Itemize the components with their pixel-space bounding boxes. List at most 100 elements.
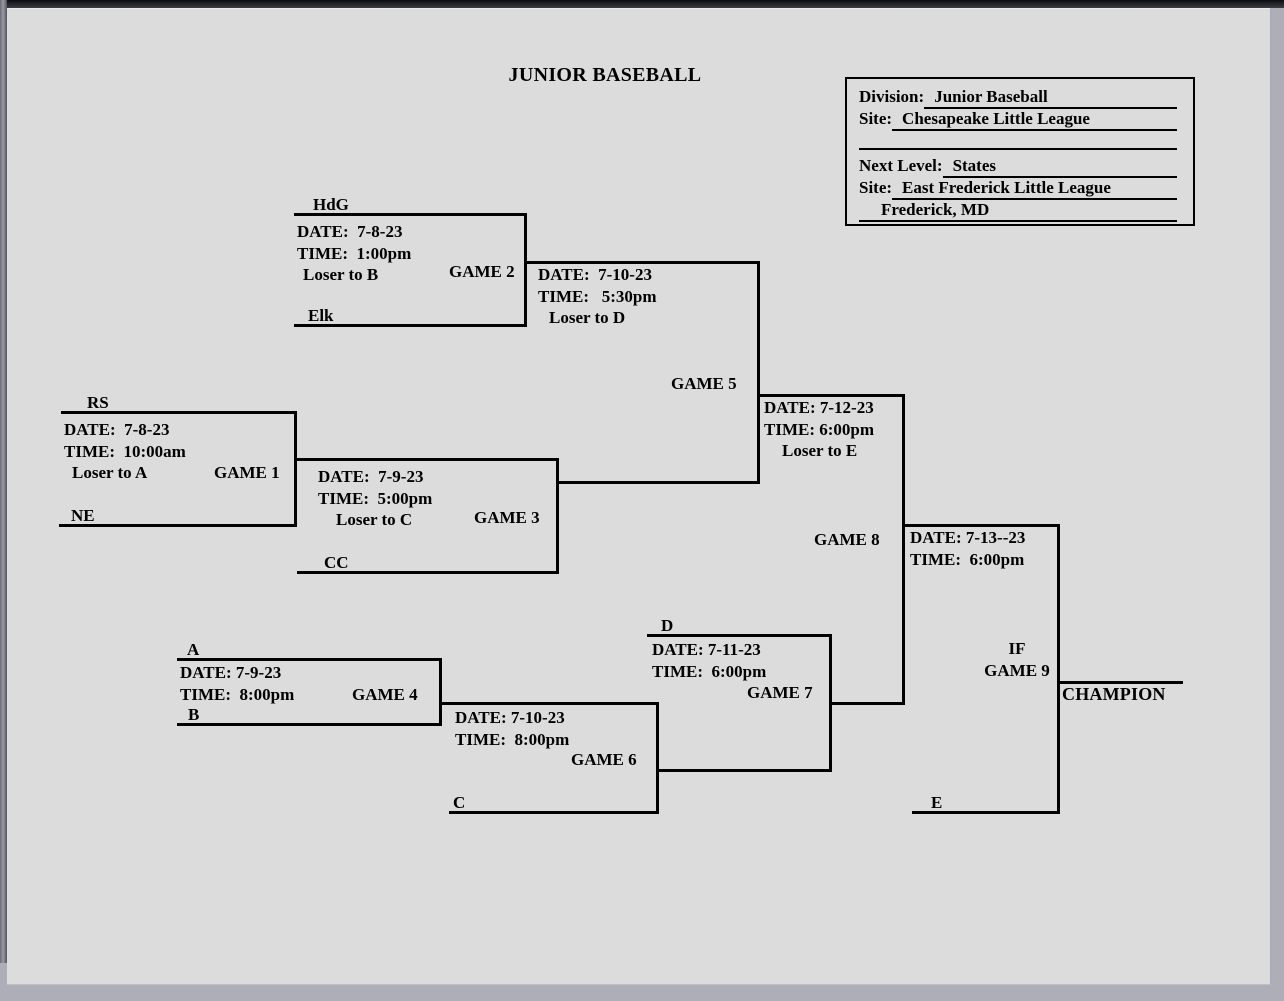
game4-time: TIME: 8:00pm [180,684,295,704]
game3-bottom-team-line [297,571,559,574]
game4-bottom-team-line [177,723,442,726]
division-row: Division: Junior Baseball [859,87,1177,109]
page-title: JUNIOR BASEBALL [508,64,702,86]
game8-loser: Loser to E [782,441,858,460]
next-level-label: Next Level: [859,156,943,175]
game2-bottom-team-line [294,324,527,327]
game8-label: GAME 8 [814,530,880,549]
site-row: Site: Chesapeake Little League [859,109,1177,131]
game3-loser: Loser to C [336,510,413,529]
game6-winner-line [657,769,832,772]
game2-loser: Loser to B [303,265,379,284]
game9-label-block: IF GAME 9 [981,638,1053,681]
game3-winner-line [557,481,760,484]
game5-loser: Loser to D [549,308,626,327]
game1-info: DATE: 7-8-23 TIME: 10:00am Loser to A [64,419,186,484]
game9-bottom-team-line [912,811,1060,814]
division-label: Division: [859,87,925,106]
game7-top-team-line [647,634,832,637]
team-slot-c: C [453,793,466,812]
game1-loser: Loser to A [72,463,148,482]
team-slot-e: E [931,793,943,812]
game6-info: DATE: 7-10-23 TIME: 8:00pm [455,707,569,750]
game2-label: GAME 2 [449,262,515,281]
next-site-label: Site: [859,178,893,197]
game7-time: TIME: 6:00pm [652,661,767,681]
game1-date: DATE: 7-8-23 [64,420,170,439]
game5-winner-line [758,394,905,397]
game7-label: GAME 7 [747,683,813,702]
next-site-value: East Frederick Little League [892,178,1177,200]
game5-info: DATE: 7-10-23 TIME: 5:30pm Loser to D [538,264,657,329]
game2-top-team-line [294,213,527,216]
window-top-edge [0,0,1284,8]
next-site-city-row: Frederick, MD [859,200,1177,222]
game2-info: DATE: 7-8-23 TIME: 1:00pm Loser to B [297,221,411,286]
team-elk: Elk [308,306,334,325]
game9-bracket-vertical [1057,524,1060,814]
team-hdg: HdG [313,195,349,214]
game3-label: GAME 3 [474,508,540,527]
game4-bracket-vertical [439,658,442,726]
team-rs: RS [87,393,109,412]
game3-info: DATE: 7-9-23 TIME: 5:00pm Loser to C [318,466,432,531]
game6-date: DATE: 7-10-23 [455,708,565,727]
next-level-row: Next Level: States [859,156,1177,178]
game6-bracket-vertical [656,702,659,814]
game4-label: GAME 4 [352,685,418,704]
game5-date: DATE: 7-10-23 [538,265,652,284]
game2-bracket-vertical [524,213,527,327]
game5-label: GAME 5 [671,374,737,393]
team-slot-a: A [187,640,200,659]
game5-bracket-vertical [757,261,760,484]
site-label: Site: [859,109,893,128]
game2-date: DATE: 7-8-23 [297,222,403,241]
site-value: Chesapeake Little League [892,109,1177,131]
game3-time: TIME: 5:00pm [318,488,433,508]
team-cc: CC [324,553,349,572]
game1-top-team-line [61,411,297,414]
team-slot-b: B [188,705,200,724]
champion-line [1058,681,1183,684]
game2-time: TIME: 1:00pm [297,243,412,263]
game1-label: GAME 1 [214,463,280,482]
game2-winner-line [525,261,760,264]
game1-bracket-vertical [294,411,297,527]
game1-time: TIME: 10:00am [64,441,186,461]
game4-info: DATE: 7-9-23 TIME: 8:00pm [180,662,294,705]
game8-time: TIME: 6:00pm [764,419,875,439]
game9-time: TIME: 6:00pm [910,549,1025,569]
if-label: IF [1008,639,1026,658]
team-ne: NE [71,506,95,525]
game3-bracket-vertical [556,458,559,574]
game8-info: DATE: 7-12-23 TIME: 6:00pm Loser to E [764,397,874,462]
next-site-row: Site: East Frederick Little League [859,178,1177,200]
game7-info: DATE: 7-11-23 TIME: 6:00pm [652,639,766,682]
game1-bottom-team-line [59,524,297,527]
window-left-edge [0,0,7,963]
game4-top-team-line [177,658,442,661]
next-site-city: Frederick, MD [859,200,1177,222]
team-slot-d: D [661,616,674,635]
game9-date: DATE: 7-13--23 [910,528,1026,547]
game6-time: TIME: 8:00pm [455,729,570,749]
game3-date: DATE: 7-9-23 [318,467,424,486]
game8-winner-line [903,524,1060,527]
bracket-page [7,8,1271,985]
game8-bracket-vertical [902,394,905,705]
game7-winner-line [830,702,905,705]
game7-date: DATE: 7-11-23 [652,640,761,659]
game9-label: GAME 9 [984,660,1050,680]
champion-label: CHAMPION [1062,684,1166,704]
game6-bottom-team-line [449,811,659,814]
division-value: Junior Baseball [924,87,1177,109]
game5-time: TIME: 5:30pm [538,286,657,306]
game9-info: DATE: 7-13--23 TIME: 6:00pm [910,527,1025,570]
game3-top-line [294,458,559,461]
game7-bracket-vertical [829,634,832,772]
game6-label: GAME 6 [571,750,637,769]
tournament-info-box: Division: Junior Baseball Site: Chesapea… [845,77,1195,226]
blank-row [859,131,1177,150]
game4-date: DATE: 7-9-23 [180,663,282,682]
